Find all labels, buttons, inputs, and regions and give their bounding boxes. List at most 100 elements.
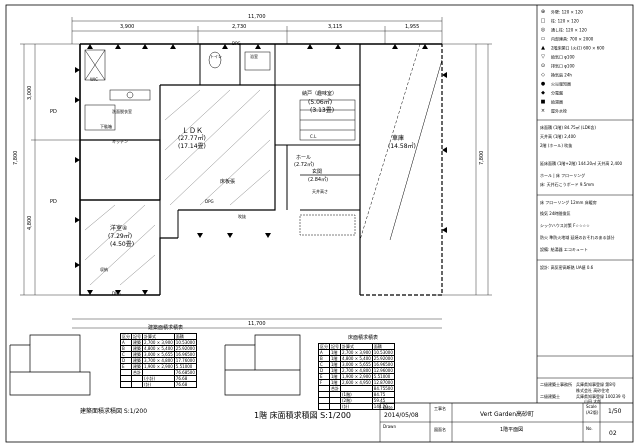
note-line: 防火 準防火地域 延焼のおそれのある部分: [540, 235, 615, 240]
room-fukinuke: 床板張: [220, 179, 236, 185]
legend-item: ⊕ 外壁: 120 × 120: [540, 10, 583, 15]
table-cell: 合計: [131, 369, 143, 376]
table-head-cell: 区分: [318, 343, 330, 350]
legend-text: 内部建具: 700 × 2000: [551, 36, 594, 42]
scale-label: Scale: [586, 404, 597, 409]
room-fuki: 吹抜: [238, 214, 246, 219]
table-cell: 3,000 × 5,655: [142, 351, 175, 358]
room-shako-area: (14.58㎡): [388, 143, 416, 150]
legend-icon: ■: [540, 99, 546, 105]
legend-item: × 屋外水栓: [540, 109, 567, 114]
title-block-lines: [379, 119, 633, 442]
area-table-right-title: 床面積求積表: [348, 335, 379, 341]
legend-icon: ◇: [541, 72, 545, 78]
scale-sub: (A2版): [586, 410, 599, 415]
table-cell: 1,900 × 2,900: [340, 373, 373, 380]
dim-top-2: 2,730: [232, 24, 247, 30]
office-2: 株式会社 高砂住宅: [576, 388, 610, 393]
table-row: (計)144.20: [318, 403, 395, 410]
walls: [79, 43, 443, 296]
dimension-lines: [20, 17, 492, 329]
table-cell: 12.87000: [371, 379, 395, 386]
room-ldk-jou: (17.14畳): [178, 143, 206, 150]
table-cell: 10.53000: [371, 349, 395, 356]
dim-total-right: 7,800: [479, 150, 485, 165]
legend-icon: ×: [540, 108, 546, 114]
legend-item: ● 火災報知器: [540, 82, 571, 87]
dim-total-bottom: 11,700: [248, 321, 266, 327]
date-label: Date: [383, 405, 393, 410]
room-note: 天井高さ: [312, 189, 328, 194]
table-cell: 25.92000: [371, 355, 395, 362]
table-cell: 16.96500: [371, 361, 395, 368]
room-stairs-box: 下駄箱: [100, 124, 112, 129]
table-cell: 2,700 × 4,800: [340, 367, 373, 374]
table-cell: 76.68: [173, 381, 197, 388]
legend-icon: ●: [540, 81, 546, 87]
label-pd: PD: [50, 109, 57, 115]
room-washroom: 洗面脱衣室: [112, 109, 132, 114]
room-youshitsu-name: 洋室④: [110, 225, 128, 232]
room-storage: 収納: [100, 267, 108, 272]
room-hobby-area: (5.06㎡): [308, 99, 333, 106]
legend-text: 柱: 120 × 120: [551, 18, 579, 24]
table-cell: 1,900 × 2,900: [142, 363, 175, 370]
office-1: 二級建築士事務所: [540, 382, 572, 387]
legend-text: 屋外水栓: [551, 108, 567, 114]
fixtures: [84, 49, 271, 131]
dim-total-left: 7,800: [13, 150, 19, 165]
table-cell: 建築: [131, 339, 143, 346]
table-cell: 10.53000: [173, 339, 197, 346]
table-cell: 建築: [131, 357, 143, 364]
sheet-border: [5, 4, 634, 443]
table-cell: 2,700 × 3,900: [142, 339, 175, 346]
youshitsu-hatch: [84, 204, 156, 286]
table-cell: 4,800 × 5,400: [142, 345, 175, 352]
legend-icon: ▭: [540, 36, 546, 42]
room-genkan-area: (2.84㎡): [308, 177, 329, 183]
ldk-hatch: [164, 89, 271, 206]
title-site: 建築面積求積図 S:1/200: [80, 408, 148, 415]
legend-text: 分電盤: [551, 90, 563, 96]
note-line: ホール | 床 フローリング: [540, 173, 586, 178]
drawing-name: 1階平面図: [500, 427, 524, 433]
table-cell: 144.20: [371, 403, 395, 410]
legend-text: 火災報知器: [551, 81, 571, 87]
room-wic: WIC: [90, 77, 98, 82]
drawing-label: 図面名: [434, 427, 446, 432]
area-table-left-title: 建築面積求積表: [148, 325, 184, 331]
legend-item: ▲2階床開口 (火打) 600 × 600: [540, 46, 604, 51]
table-head-cell: 記号: [131, 333, 143, 340]
legend-text: 給気口 φ100: [551, 54, 575, 60]
legend-item: □ 柱: 120 × 120: [540, 19, 579, 24]
room-ldk-area: (27.77㎡): [178, 135, 206, 142]
legend-icon: ⊕: [540, 9, 546, 15]
legend-icon: ◎: [540, 27, 546, 33]
table-cell: 建築: [131, 363, 143, 370]
dim-top-1: 3,900: [120, 24, 135, 30]
note-line: 設計: 高気密高断熱 UA値 0.6: [540, 265, 594, 270]
legend-item: ▽給気口 φ100: [540, 54, 575, 60]
grid-markers: [75, 44, 447, 295]
label-dpg-3: DPG: [232, 41, 241, 46]
table-cell: (計): [340, 403, 373, 410]
table-cell: 17.76000: [173, 357, 197, 364]
legend-text: 通し柱: 120 × 120: [551, 27, 587, 33]
room-youshitsu-jou: (4.50畳): [110, 241, 135, 248]
room-bath: 浴室: [250, 54, 258, 59]
table-row: (計)76.68: [120, 381, 197, 388]
table-cell: 16.96500: [173, 351, 197, 358]
legend-item: ■ 給湯器: [540, 100, 563, 105]
table-cell: 25.92000: [173, 345, 197, 352]
table-cell: 12.96000: [371, 367, 395, 374]
room-youshitsu-area: (7.29㎡): [108, 233, 133, 240]
room-shako-name: 車庫: [392, 135, 405, 142]
legend-text: 外壁: 120 × 120: [551, 9, 583, 15]
dim-top-3: 3,115: [328, 24, 343, 30]
room-cl: C.L: [310, 134, 317, 139]
room-ldk-name: ＬＤＫ: [182, 127, 203, 135]
note-line: 床面積 (1階) 84.75㎡ (LDK含): [540, 125, 596, 130]
legend-icon: □: [540, 18, 546, 24]
legend-text: 給湯器: [551, 99, 563, 105]
office-3-value: 兵庫県知事登録 100239 号: [576, 394, 626, 399]
